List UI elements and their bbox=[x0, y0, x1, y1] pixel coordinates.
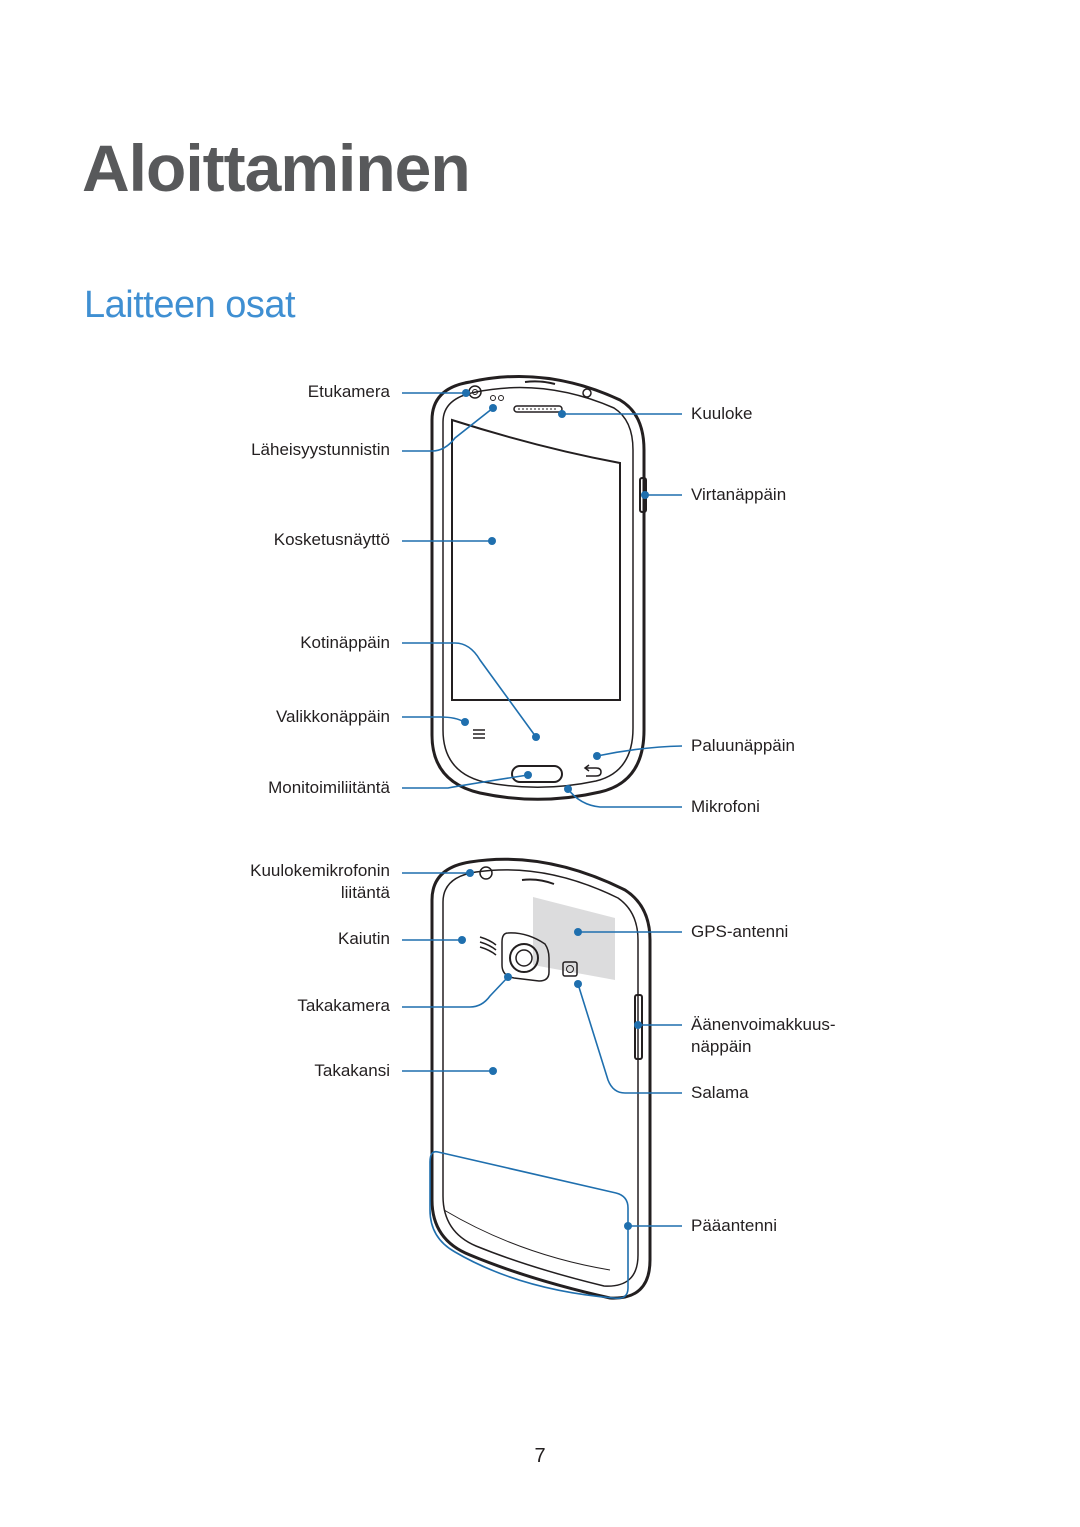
label-headset-jack-line2: liitäntä bbox=[340, 883, 390, 902]
label-rear-camera: Takakamera bbox=[297, 996, 390, 1015]
label-volume-key-line1: Äänenvoimakkuus- bbox=[691, 1015, 836, 1034]
label-power-key: Virtanäppäin bbox=[691, 485, 787, 504]
label-menu-key: Valikkonäppäin bbox=[275, 707, 390, 726]
label-volume-key: Äänenvoimakkuus- näppäin bbox=[691, 1014, 836, 1058]
label-gps-antenna: GPS-antenni bbox=[691, 922, 789, 941]
chapter-title: Aloittaminen bbox=[82, 131, 471, 205]
label-proximity-sensor: Läheisyystunnistin bbox=[251, 440, 390, 459]
label-main-antenna: Pääantenni bbox=[691, 1216, 778, 1235]
label-back-key: Paluunäppäin bbox=[691, 736, 795, 755]
label-multipurpose-jack: Monitoimiliitäntä bbox=[268, 778, 390, 797]
label-home-key: Kotinäppäin bbox=[300, 633, 390, 652]
label-headset-jack-line1: Kuulokemikrofonin bbox=[250, 861, 390, 880]
label-speaker: Kaiutin bbox=[338, 929, 390, 948]
label-headset-jack: Kuulokemikrofonin liitäntä bbox=[250, 860, 390, 904]
section-title: Laitteen osat bbox=[84, 284, 296, 326]
label-flash: Salama bbox=[691, 1083, 749, 1102]
callout-dots-back bbox=[458, 869, 642, 1230]
label-front-camera: Etukamera bbox=[307, 382, 390, 401]
callout-dots-front bbox=[461, 389, 649, 793]
label-microphone: Mikrofoni bbox=[691, 797, 760, 816]
phone-back-illustration bbox=[430, 857, 652, 1300]
label-back-cover: Takakansi bbox=[314, 1061, 390, 1080]
label-volume-key-line2: näppäin bbox=[691, 1037, 752, 1056]
label-earpiece: Kuuloke bbox=[691, 404, 753, 423]
page-number: 7 bbox=[534, 1445, 546, 1467]
callout-lines-back bbox=[402, 872, 682, 1300]
callout-lines-front bbox=[402, 392, 683, 808]
label-touchscreen: Kosketusnäyttö bbox=[273, 530, 390, 549]
phone-front-illustration bbox=[430, 374, 647, 801]
